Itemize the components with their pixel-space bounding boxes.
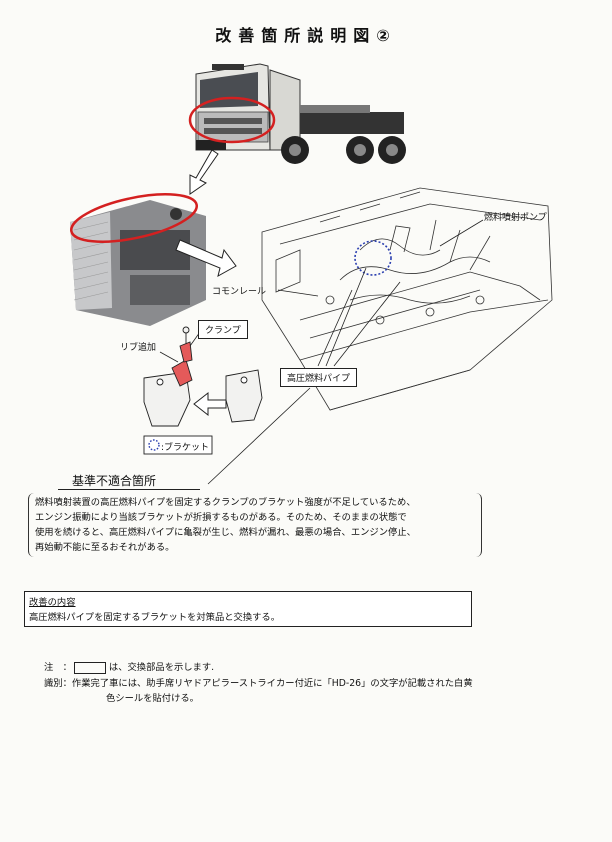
identification-label: 識別： <box>44 678 72 689</box>
nonconformity-description: 燃料噴射装置の高圧燃料パイプを固定するクランプのブラケット強度が不足しているため… <box>28 493 482 557</box>
note-line: 注 ： は、交換部品を示します. <box>44 660 214 675</box>
engine-photo <box>70 193 206 326</box>
label-hp-fuel-pipe: 高圧燃料パイプ <box>280 368 358 387</box>
improvement-box: 改善の内容 高圧燃料パイプを固定するブラケットを対策品と交換する。 <box>24 591 472 627</box>
nonconformity-heading: 基準不適合箇所 <box>72 474 157 488</box>
engine-line-drawing <box>261 187 553 411</box>
label-common-rail: コモンレール <box>212 287 267 297</box>
improvement-title: 改善の内容 <box>29 597 76 608</box>
identification-line: 識別：作業完了車には、助手席リヤドアピラーストライカー付近に「HD-26」の文字… <box>44 676 473 691</box>
truck-illustration <box>186 58 406 168</box>
label-clamp: クランプ <box>198 320 248 339</box>
bracket-new-drawing <box>143 326 193 427</box>
arrow-bracket-change <box>193 391 227 417</box>
note-suffix: は、交換部品を示します. <box>108 662 215 673</box>
note-label: 注 ： <box>44 662 72 673</box>
bracket-marker <box>354 240 392 276</box>
heading-underline <box>58 489 200 490</box>
label-bracket-legend: :ブラケット <box>161 443 210 453</box>
description-line: 燃料噴射装置の高圧燃料パイプを固定するクランプのブラケット強度が不足しているため… <box>35 497 416 508</box>
improvement-text: 高圧燃料パイプを固定するブラケットを対策品と交換する。 <box>29 612 281 623</box>
arrow-engine-to-drawing <box>175 239 237 277</box>
description-line: 再始動不能に至るおそれがある。 <box>35 542 175 553</box>
identification-text-1: 作業完了車には、助手席リヤドアピラーストライカー付近に「HD-26」の文字が記載… <box>71 678 473 689</box>
bracket-old-drawing <box>225 369 263 423</box>
label-fuel-pump: 燃料噴射ポンプ <box>484 213 547 223</box>
description-line: 使用を続けると、高圧燃料パイプに亀裂が生じ、燃料が漏れ、最悪の場合、エンジン停止… <box>35 527 416 538</box>
label-rib-added: リブ追加 <box>120 343 157 353</box>
page-title: 改善箇所説明図② <box>215 26 397 45</box>
identification-line-2: 色シールを貼付ける。 <box>106 693 199 704</box>
description-line: エンジン振動により当該ブラケットが折損するものがある。そのため、そのままの状態で <box>35 512 407 523</box>
arrow-truck-to-engine <box>189 149 219 195</box>
replacement-part-box-sample <box>73 661 106 674</box>
